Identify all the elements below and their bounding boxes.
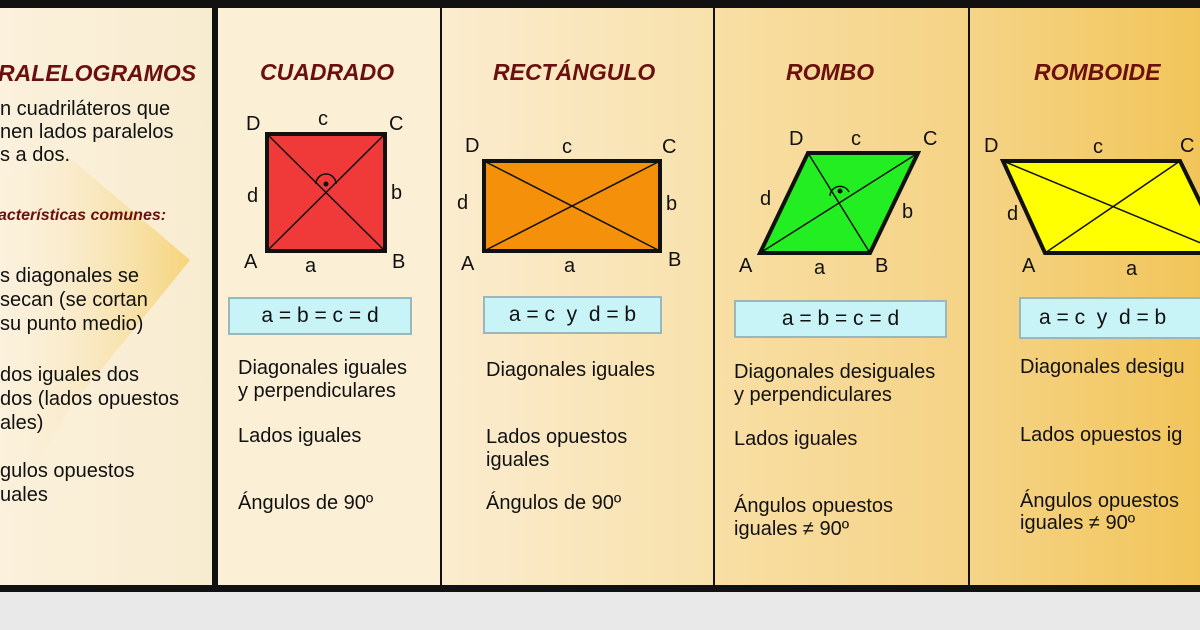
side-label: b — [666, 193, 678, 215]
property-line: Ángulos de 90º — [238, 492, 374, 514]
side-label: a — [814, 257, 826, 279]
vertex-label: C — [389, 113, 404, 135]
property-line: Diagonales iguales — [238, 357, 408, 379]
definition-line: s a dos. — [0, 144, 71, 166]
side-label: c — [1093, 136, 1103, 158]
property-line: Lados opuestos — [486, 426, 628, 448]
side-label: a — [564, 255, 576, 277]
property-line: iguales — [486, 449, 550, 471]
rombo-panel — [715, 8, 968, 585]
side-label: a — [305, 255, 317, 277]
side-label: d — [1007, 203, 1019, 225]
side-label: b — [902, 201, 914, 223]
common-item-line: secan (se cortan — [0, 289, 148, 311]
vertex-label: D — [246, 113, 261, 135]
side-label: d — [457, 192, 469, 214]
rhomboid-shape — [999, 159, 1200, 255]
vertex-label: B — [392, 251, 406, 273]
property-line: Lados opuestos ig — [1020, 424, 1183, 446]
property-line: Ángulos opuestos — [1020, 490, 1180, 512]
intro-panel: RALELOGRAMOS n cuadriláteros que nen lad… — [0, 8, 212, 585]
side-label: d — [247, 185, 259, 207]
right-angle-mark — [829, 185, 850, 197]
common-item-line: su punto medio) — [0, 313, 144, 335]
side-label: c — [562, 136, 572, 158]
property-line: Diagonales desigu — [1020, 356, 1185, 378]
romboide-panel — [970, 8, 1200, 585]
definition-line: nen lados paralelos — [0, 121, 174, 143]
square-shape — [265, 132, 387, 253]
vertex-label: B — [875, 255, 889, 277]
formula-box: a = b = c = d — [734, 300, 947, 338]
side-label: a — [1126, 258, 1138, 280]
property-line: Diagonales desiguales — [734, 361, 936, 383]
vertex-label: A — [461, 253, 475, 275]
formula-box: a = c y d = b — [1019, 297, 1200, 339]
vertex-label: D — [789, 128, 804, 150]
vertex-label: C — [923, 128, 938, 150]
vertex-label: C — [662, 136, 677, 158]
property-line: y perpendiculares — [734, 384, 892, 406]
side-label: b — [391, 182, 403, 204]
property-line: Lados iguales — [734, 428, 858, 450]
vertex-label: A — [1022, 255, 1036, 277]
common-item-line: s diagonales se — [0, 265, 139, 287]
common-item-line: uales — [0, 484, 48, 506]
common-item-line: dos iguales dos — [0, 364, 139, 386]
property-line: iguales ≠ 90º — [734, 518, 850, 540]
vertex-label: B — [668, 249, 682, 271]
definition-line: n cuadriláteros que — [0, 98, 171, 120]
common-item-line: dos (lados opuestos — [0, 388, 180, 410]
common-item-line: ales) — [0, 412, 44, 434]
property-line: y perpendiculares — [238, 380, 396, 402]
vertex-label: D — [465, 135, 480, 157]
formula-box: a = c y d = b — [483, 296, 662, 334]
intro-title: RALELOGRAMOS — [0, 60, 197, 86]
formula-box: a = b = c = d — [228, 297, 412, 335]
rhomboid-fill — [999, 159, 1200, 255]
rectangle-shape — [482, 159, 662, 253]
property-line: Ángulos opuestos — [734, 495, 894, 517]
right-angle-mark — [315, 173, 337, 185]
chevron-background — [0, 158, 190, 528]
common-item-line: gulos opuestos — [0, 460, 135, 482]
shape-title: ROMBO — [786, 59, 875, 85]
vertex-label: D — [984, 135, 999, 157]
rhombus-shape — [756, 151, 922, 255]
property-line: Lados iguales — [238, 425, 362, 447]
shape-title: ROMBOIDE — [1034, 59, 1161, 85]
cuadrado-panel — [218, 8, 440, 585]
side-label: c — [851, 128, 861, 150]
side-label: d — [760, 188, 772, 210]
side-label: c — [318, 108, 328, 130]
vertex-label: A — [739, 255, 753, 277]
common-heading: acterísticas comunes: — [0, 207, 167, 224]
property-line: Diagonales iguales — [486, 359, 656, 381]
property-line: Ángulos de 90º — [486, 492, 622, 514]
vertex-label: A — [244, 251, 258, 273]
property-line: iguales ≠ 90º — [1020, 512, 1136, 534]
shape-title: CUADRADO — [260, 59, 395, 85]
vertex-label: C — [1180, 135, 1195, 157]
shape-title: RECTÁNGULO — [493, 59, 656, 85]
